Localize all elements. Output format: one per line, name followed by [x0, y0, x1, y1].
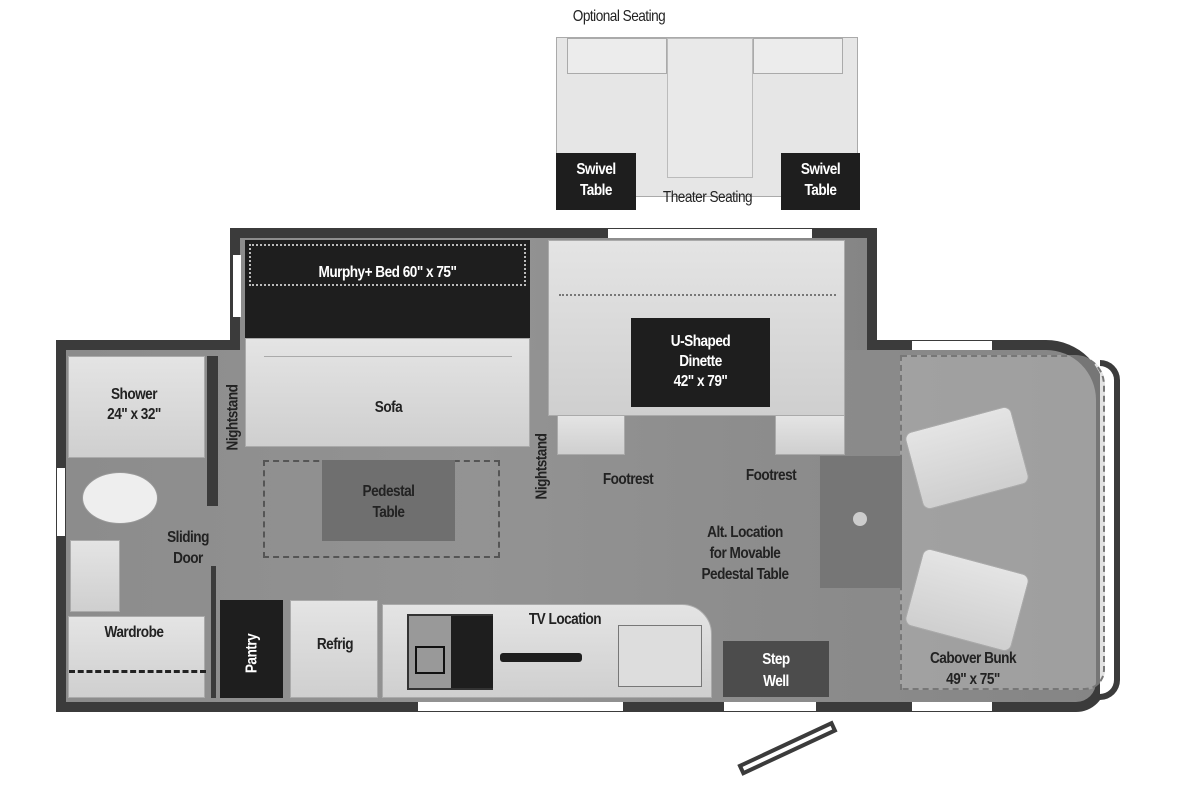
sofa: Sofa — [245, 338, 530, 447]
tv-location-label: TV Location — [528, 611, 602, 628]
step-well: Step Well — [723, 641, 829, 697]
pedestal-table-label-1: Pedestal — [362, 483, 415, 500]
window — [608, 229, 812, 238]
cooktop — [407, 614, 493, 690]
optional-seating-title: Optional Seating — [572, 8, 666, 25]
footrest-right — [775, 415, 845, 455]
sliding-door[interactable] — [211, 566, 216, 698]
sofa-label: Sofa — [374, 399, 403, 416]
refrigerator[interactable]: Refrig — [290, 600, 378, 698]
swivel-table-right-label-1: Swivel — [800, 161, 841, 178]
tv — [500, 653, 582, 662]
wardrobe-label: Wardrobe — [104, 624, 164, 641]
window — [233, 255, 241, 317]
bathroom-sink — [70, 540, 120, 612]
closet-rod — [69, 670, 206, 673]
bed-outline — [249, 244, 526, 286]
dinette-label-2: Dinette — [679, 353, 722, 370]
table-pedestal — [853, 512, 867, 526]
dinette-size: 42" x 79" — [673, 373, 728, 390]
swivel-table-right-label-2: Table — [804, 182, 837, 199]
alt-pedestal-table — [820, 456, 902, 588]
step-well-label-2: Well — [763, 673, 789, 690]
pedestal-table[interactable]: Pedestal Table — [322, 460, 455, 541]
sliding-door-label-2: Door — [173, 550, 203, 567]
window — [57, 468, 65, 536]
murphy-bed: Murphy+ Bed 60" x 75" — [245, 240, 530, 345]
cabover-bunk-label: Cabover Bunk — [929, 650, 1017, 667]
footrest-left — [557, 415, 625, 455]
toilet — [82, 472, 158, 524]
pedestal-table-label-2: Table — [372, 504, 405, 521]
alt-location-label-2: for Movable — [709, 545, 781, 562]
shower-label: Shower — [110, 386, 158, 403]
shower: Shower 24" x 32" — [68, 356, 205, 458]
kitchen-counter — [382, 604, 712, 698]
window — [912, 341, 992, 350]
nightstand-right-label: Nightstand — [533, 433, 551, 500]
step-well-label-1: Step — [762, 651, 790, 668]
shower-size: 24" x 32" — [107, 406, 161, 423]
alt-location-label-1: Alt. Location — [707, 524, 783, 541]
sofa-back — [264, 339, 512, 357]
swivel-table-left: Swivel Table — [556, 153, 636, 210]
pantry[interactable]: Pantry — [220, 600, 283, 698]
entry-door[interactable] — [737, 720, 838, 776]
center-console — [667, 38, 753, 178]
murphy-bed-label: Murphy+ Bed 60" x 75" — [318, 264, 457, 281]
window — [418, 702, 623, 711]
kitchen-sink — [618, 625, 702, 687]
window — [912, 702, 992, 711]
seat-back-left — [567, 38, 667, 74]
dinette-label-1: U-Shaped — [670, 333, 731, 350]
footrest-right-label: Footrest — [745, 467, 797, 484]
bathroom-wall — [207, 356, 218, 506]
footrest-left-label: Footrest — [602, 471, 654, 488]
wardrobe[interactable]: Wardrobe — [68, 616, 206, 698]
cabover-bunk-size: 49" x 75" — [946, 671, 1000, 688]
swivel-table-left-label-1: Swivel — [576, 161, 616, 178]
sliding-door-label-1: Sliding — [167, 529, 209, 546]
alt-location-label-3: Pedestal Table — [701, 566, 789, 583]
microwave — [451, 616, 493, 688]
dinette-back — [559, 251, 836, 296]
windshield — [1100, 360, 1120, 700]
refrig-label: Refrig — [316, 636, 354, 653]
pantry-label: Pantry — [243, 633, 261, 674]
door-opening — [724, 702, 816, 711]
nightstand-left-label: Nightstand — [224, 384, 242, 451]
burner — [415, 646, 445, 674]
seat-back-right — [753, 38, 843, 74]
dinette-table: U-Shaped Dinette 42" x 79" — [631, 318, 770, 407]
swivel-table-right: Swivel Table — [781, 153, 860, 210]
swivel-table-left-label-2: Table — [580, 182, 612, 199]
theater-seating-label: Theater Seating — [662, 189, 753, 206]
